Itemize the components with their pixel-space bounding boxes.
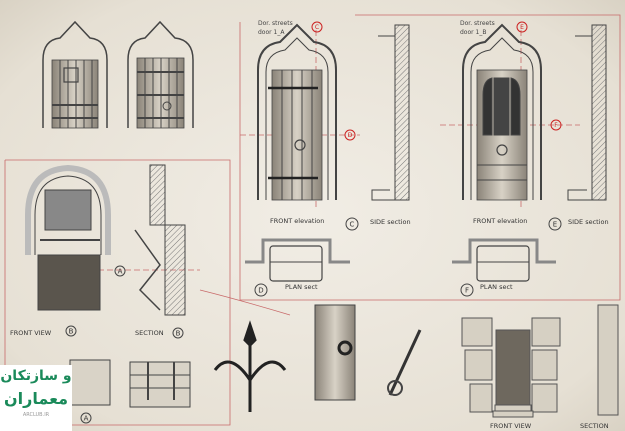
door-1a-front-elevation	[257, 23, 337, 201]
door-1a-side-section	[371, 24, 410, 201]
wood-post-detail	[314, 304, 422, 401]
marker-b-section: B	[176, 330, 181, 338]
door-1b-plan-section	[452, 238, 556, 282]
section-label-right: SECTION	[580, 422, 609, 430]
marker-d: D	[258, 287, 263, 295]
marker-d-red: D	[348, 132, 353, 139]
section-label-left: SECTION	[135, 329, 164, 337]
stone-door-front-view	[461, 304, 619, 418]
marker-f-red: F	[554, 122, 558, 129]
door-b-title-line2: door 1_B	[460, 29, 486, 36]
front-elevation-label-a: FRONT elevation	[270, 217, 324, 225]
door-sketch-top-left-2	[127, 20, 194, 129]
door-1a-plan-section	[245, 238, 350, 282]
side-section-label-b: SIDE section	[568, 218, 609, 226]
door-1b-side-section	[567, 24, 607, 201]
door-a-title-line1: Dor. streets	[258, 20, 293, 27]
marker-b-front: B	[69, 328, 74, 336]
arched-door-front-view	[25, 164, 111, 311]
marker-e-red: E	[520, 24, 524, 31]
logo-line1: و سازتکان	[0, 368, 72, 384]
front-view-label-right: FRONT VIEW	[490, 422, 532, 430]
side-section-label-a: SIDE section	[370, 218, 411, 226]
logo-line3: ARCLUB.IR	[22, 412, 50, 418]
watermark-logo: و سازتکان معماران ARCLUB.IR	[0, 365, 72, 431]
plan-sect-label-a: PLAN sect	[285, 283, 318, 291]
marker-a-mid: A	[118, 268, 123, 276]
door-section-view	[134, 164, 186, 316]
marker-c: C	[350, 221, 355, 229]
labels: Dor. streets door 1_A Dor. streets door …	[10, 20, 609, 430]
door-sketch-top-left-1	[42, 20, 108, 129]
door-1b-front-elevation	[462, 23, 542, 201]
detail-plank-views	[69, 359, 191, 408]
marker-a-bottom: A	[84, 415, 89, 423]
door-a-title-line2: door 1_A	[258, 29, 285, 36]
hinge-ornament-detail	[213, 320, 287, 412]
door-b-title-line1: Dor. streets	[460, 20, 495, 27]
logo-line2: معماران	[3, 389, 69, 408]
front-view-label-left: FRONT VIEW	[10, 329, 52, 337]
marker-e: E	[553, 221, 557, 229]
front-elevation-label-b: FRONT elevation	[473, 217, 527, 225]
plan-sect-label-b: PLAN sect	[480, 283, 513, 291]
marker-f: F	[465, 287, 469, 295]
marker-c-red: C	[315, 24, 319, 31]
section-markers	[65, 21, 562, 424]
